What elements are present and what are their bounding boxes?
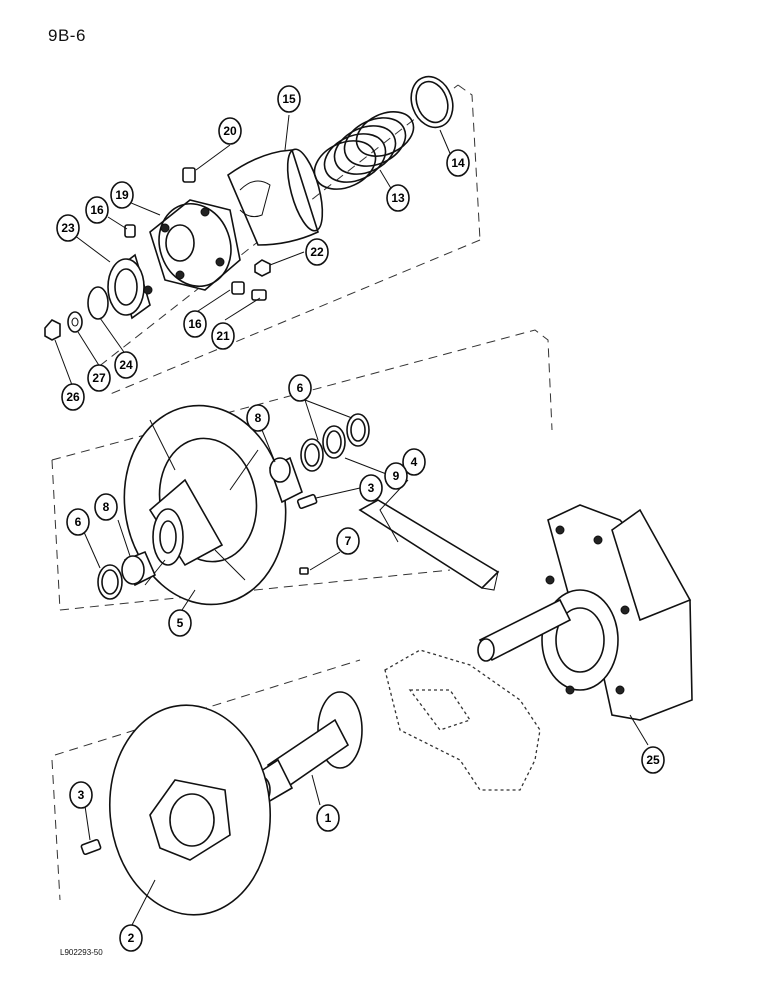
figure-code: L902293-50 [60,948,103,957]
bearing-part-23 [107,253,153,320]
spring-part-13 [313,111,415,190]
pulley-half-part-5 [123,404,287,606]
svg-text:25: 25 [646,753,660,767]
group-boundary-lower [51,659,361,901]
cam-sleeve-part-15 [227,148,324,246]
bushing-part-16-upper [124,224,136,238]
seal-part-6-right-b [346,413,370,447]
pulley-disc-part-2 [108,704,272,916]
callout-26: 26 [61,383,85,411]
key-part-4 [358,499,500,591]
callout-27: 27 [87,364,111,392]
bolt-part-3-lower [80,838,102,856]
svg-text:15: 15 [282,92,296,106]
callout-22: 22 [305,238,329,266]
page-number: 9B-6 [48,26,86,45]
svg-text:26: 26 [66,390,80,404]
callout-2: 2 [119,924,143,952]
bolt-part-3-middle [296,493,318,510]
svg-text:8: 8 [103,500,110,514]
pin-part-7 [299,567,309,575]
svg-text:20: 20 [223,124,237,138]
svg-text:19: 19 [115,188,129,202]
callout-3-middle: 3 [359,474,383,502]
svg-text:16: 16 [90,203,104,217]
callout-5: 5 [168,609,192,637]
snap-ring-part-24 [87,286,109,320]
gearbox-part-25 [477,504,693,721]
svg-text:27: 27 [92,371,106,385]
group-boundary-middle [51,329,553,611]
svg-text:13: 13 [391,191,405,205]
ring-part-9 [322,425,346,459]
svg-text:3: 3 [78,788,85,802]
callout-20: 20 [218,117,242,145]
callout-6-right: 6 [288,374,312,402]
callout-8-right: 8 [246,404,270,432]
svg-text:8: 8 [255,411,262,425]
callout-4: 4 [402,448,426,476]
callout-1: 1 [316,804,340,832]
callout-24: 24 [114,351,138,379]
callout-15: 15 [277,85,301,113]
svg-text:9: 9 [393,469,400,483]
svg-text:6: 6 [297,381,304,395]
svg-text:14: 14 [451,156,465,170]
svg-text:24: 24 [119,358,133,372]
svg-text:6: 6 [75,515,82,529]
bushing-part-8-right [269,456,303,504]
set-screw-part-20 [182,167,196,183]
svg-text:1: 1 [325,811,332,825]
svg-text:16: 16 [188,317,202,331]
callout-21: 21 [211,322,235,350]
svg-text:4: 4 [411,455,418,469]
callout-19: 19 [110,181,134,209]
callout-16-upper: 16 [85,196,109,224]
nut-part-26 [44,319,61,341]
svg-text:21: 21 [216,329,230,343]
callout-7: 7 [336,527,360,555]
callout-25: 25 [641,746,665,774]
svg-text:7: 7 [345,534,352,548]
callout-3-lower: 3 [69,781,93,809]
callout-9: 9 [384,462,408,490]
callout-8-left: 8 [94,493,118,521]
support-bracket-outline [384,649,541,791]
svg-text:3: 3 [368,481,375,495]
seal-part-6-right-a [300,438,324,472]
nut-part-22 [254,259,271,277]
svg-text:5: 5 [177,616,184,630]
callout-23: 23 [56,214,80,242]
group-boundary-upper [87,84,481,396]
svg-text:23: 23 [61,221,75,235]
bushing-part-8-left [121,550,157,587]
hub-part-19 [149,199,241,291]
callout-13: 13 [386,184,410,212]
screw-part-21 [251,289,267,301]
bushing-part-16-lower [231,281,245,295]
svg-text:2: 2 [128,931,135,945]
washer-part-27 [67,311,83,333]
svg-text:22: 22 [310,245,324,259]
snap-ring-part-14 [410,75,454,129]
shaft-part-1 [253,691,363,804]
seal-part-6-left [97,564,123,600]
callout-14: 14 [446,149,470,177]
callout-16-lower: 16 [183,310,207,338]
callout-6-left: 6 [66,508,90,536]
